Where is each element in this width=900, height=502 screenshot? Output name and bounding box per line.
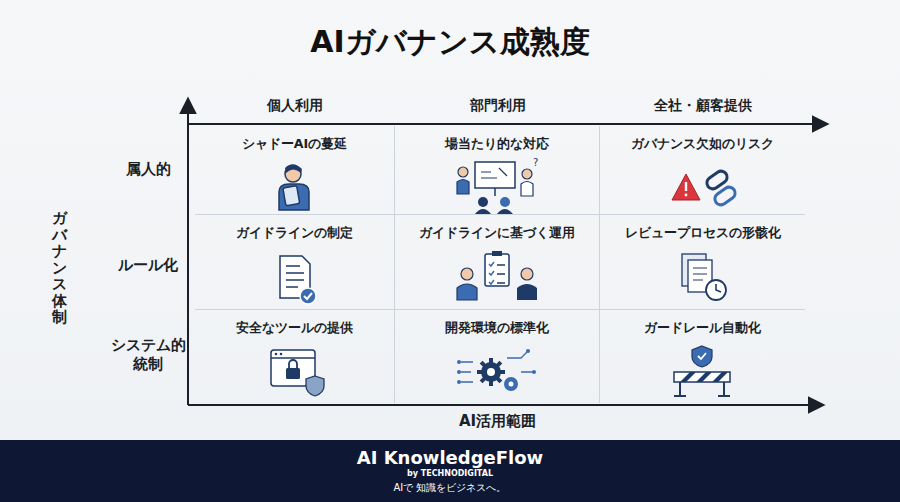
review-documents-icon bbox=[682, 254, 726, 300]
gears-icon bbox=[457, 349, 536, 391]
matrix-cell: ガバナンス欠如のリスク bbox=[600, 126, 805, 215]
axis-label-vertical: ガバナンス体制 bbox=[52, 210, 67, 326]
cell-text: レビュープロセスの形骸化 bbox=[600, 225, 805, 242]
footer-text: by TECHNODIGITAL bbox=[0, 470, 900, 479]
matrix-cell: ガイドラインの制定 bbox=[195, 215, 395, 310]
matrix-cell: 場当たり的な対応 bbox=[395, 126, 600, 215]
cell-text: シャドーAIの蔓延 bbox=[195, 136, 394, 153]
cell-text: ガバナンス欠如のリスク bbox=[600, 136, 805, 153]
footer-text: AI KnowledgeFlow bbox=[0, 448, 900, 468]
person-tablet-icon bbox=[279, 164, 309, 210]
cell-text: 開発環境の標準化 bbox=[395, 320, 599, 337]
row-label: ルール化 bbox=[110, 256, 186, 275]
matrix-cell: シャドーAIの蔓延 bbox=[195, 126, 395, 215]
svg-text:?: ? bbox=[533, 157, 538, 168]
guideline-document-icon bbox=[280, 256, 316, 304]
axes bbox=[188, 100, 826, 405]
matrix-cell: ガードレール自動化 bbox=[600, 310, 805, 403]
matrix-cell: 開発環境の標準化 bbox=[395, 310, 600, 403]
diagram-title: AIガバナンス成熟度 bbox=[0, 22, 900, 63]
risk-icon bbox=[672, 169, 737, 207]
cell-text: ガイドラインの制定 bbox=[195, 225, 394, 242]
footer-text: AIで 知識をビジネスへ。 bbox=[0, 482, 900, 493]
cell-text: 安全なツールの提供 bbox=[195, 320, 394, 337]
guardrail-icon bbox=[674, 346, 730, 396]
checklist-team-icon bbox=[457, 251, 537, 300]
cell-text: ガイドラインに基づく運用 bbox=[395, 225, 599, 242]
presentation-icon: ? bbox=[457, 157, 538, 214]
row-label: 属人的 bbox=[110, 160, 186, 179]
column-header: 部門利用 bbox=[395, 97, 600, 115]
matrix-cell: 安全なツールの提供 bbox=[195, 310, 395, 403]
footer-band: AI KnowledgeFlow by TECHNODIGITAL AIで 知識をビ… bbox=[0, 440, 900, 502]
column-header: 全社・顧客提供 bbox=[600, 97, 805, 115]
column-header: 個人利用 bbox=[195, 97, 395, 115]
matrix-cell: レビュープロセスの形骸化 bbox=[600, 215, 805, 310]
axis-label-horizontal: AI活用範囲 bbox=[395, 412, 600, 431]
row-label: システム的 統制 bbox=[108, 336, 188, 374]
secure-tool-icon bbox=[271, 350, 324, 396]
cell-text: ガードレール自動化 bbox=[600, 320, 805, 337]
cell-text: 場当たり的な対応 bbox=[395, 136, 599, 153]
matrix-cell: ガイドラインに基づく運用 bbox=[395, 215, 600, 310]
